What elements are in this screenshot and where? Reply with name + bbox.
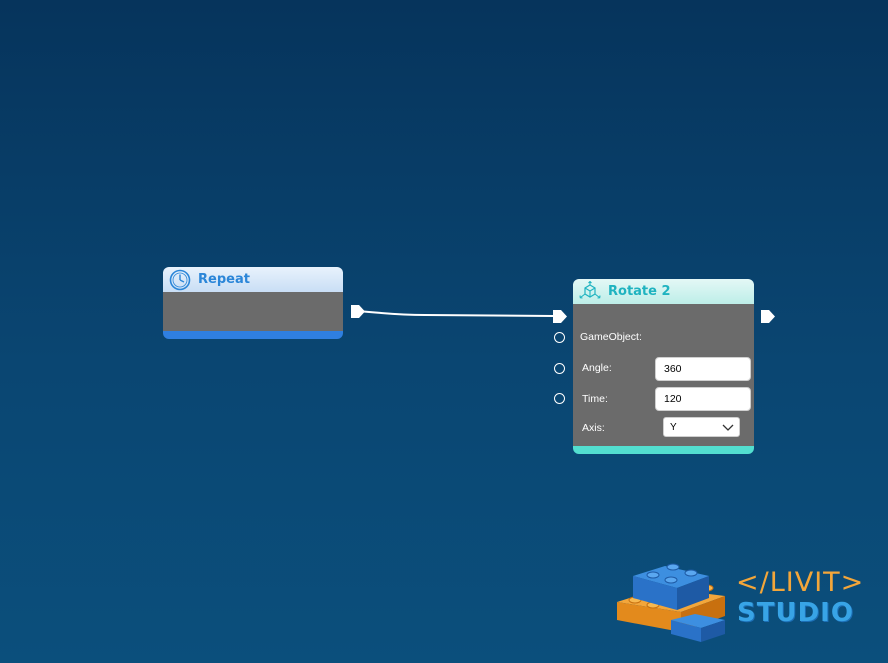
repeat-node-footer	[163, 331, 343, 339]
axis-select-value: Y	[670, 421, 677, 433]
repeat-node-header[interactable]: Repeat	[163, 267, 343, 292]
rotate-node-footer	[573, 446, 754, 454]
repeat-node-title: Repeat	[198, 272, 250, 287]
rotate-output-port[interactable]	[760, 309, 776, 324]
rotate-node-title: Rotate 2	[608, 284, 671, 299]
repeat-node[interactable]: Repeat	[163, 267, 343, 339]
axis-select[interactable]: Y	[663, 417, 740, 437]
chevron-down-icon	[722, 424, 734, 431]
cube-rotate-icon	[578, 280, 602, 304]
rotate-node-header[interactable]: Rotate 2	[573, 279, 754, 304]
logo-studio-text: STUDIO	[737, 598, 854, 628]
gameobject-port[interactable]	[554, 332, 565, 343]
rotate-node-body: GameObject: Angle: Time: Axis: Y	[573, 304, 754, 446]
repeat-output-port[interactable]	[350, 304, 366, 319]
rotate-node[interactable]: Rotate 2 GameObject: Angle: Time: Axis: …	[573, 279, 754, 454]
rotate-input-port[interactable]	[552, 309, 568, 324]
axis-label: Axis:	[582, 422, 605, 434]
time-label: Time:	[582, 393, 608, 405]
clock-icon	[168, 268, 192, 292]
repeat-node-body	[163, 292, 343, 331]
time-port[interactable]	[554, 393, 565, 404]
angle-port[interactable]	[554, 363, 565, 374]
logo-code-text: </LIVIT>	[736, 567, 865, 598]
time-input[interactable]	[655, 387, 751, 411]
angle-label: Angle:	[582, 362, 612, 374]
gameobject-label: GameObject:	[580, 331, 642, 343]
angle-input[interactable]	[655, 357, 751, 381]
lego-bricks-icon	[617, 563, 725, 642]
livit-studio-logo: </LIVIT> STUDIO	[615, 558, 875, 648]
